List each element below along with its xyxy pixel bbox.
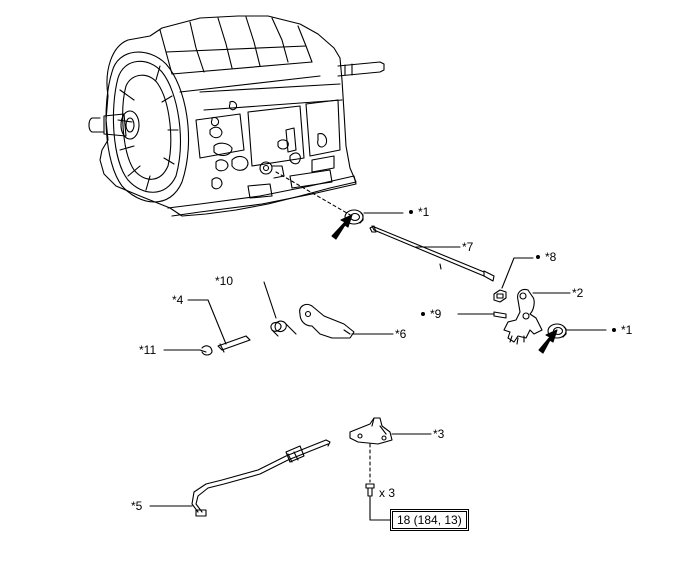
leader-torque [369,496,391,521]
control-rod [191,439,331,517]
apply-arrow-icon [331,214,353,240]
callout-text: *7 [462,240,474,254]
callout-3: *3 [433,427,444,441]
callout-5: *5 [131,499,142,513]
installation-guide-line [275,171,353,217]
transmission-assembly [88,15,385,217]
manual-valve-lever [503,288,543,345]
callout-text: *11 [139,343,157,357]
leader-4 [187,299,227,345]
apply-arrow-icon [538,329,558,354]
callout-6: *6 [395,327,406,341]
callout-text: *4 [172,293,184,307]
leader-8 [501,257,534,289]
leader-10 [263,281,277,319]
callout-8: *8 [536,250,556,264]
washer-upper [331,209,364,240]
clip [199,345,213,356]
callout-9: *9 [421,307,441,321]
spring [270,320,297,337]
dot-marker [536,254,540,259]
lever-pin [217,335,251,353]
dot-marker [421,311,425,316]
torque-spec-box: 18 (184, 13) [390,509,469,531]
callout-text: *6 [395,327,407,341]
callout-10: *10 [215,274,233,288]
bolt [365,483,375,497]
callout-7: *7 [462,240,473,254]
dot-marker [612,327,616,332]
callout-4: *4 [172,293,183,307]
callout-1-lower: *1 [612,323,632,337]
callout-text: *9 [430,307,442,321]
callout-11: *11 [139,343,156,357]
bolt-quantity: x 3 [379,486,396,500]
bracket [349,417,393,445]
callout-text: *10 [215,274,234,288]
torque-spec-value: 18 (184, 13) [392,511,467,529]
callout-1-upper: *1 [409,205,429,219]
dot-marker [409,209,413,214]
detent-lever [299,303,355,339]
callout-text: *5 [131,499,143,513]
callout-text: *1 [418,205,430,219]
callout-2: *2 [572,286,583,300]
washer-lower [538,323,567,354]
manual-valve-shaft [369,225,495,282]
callout-text: *2 [572,286,584,300]
callout-text: *3 [433,427,445,441]
callout-text: *8 [545,250,557,264]
callout-text: *1 [621,323,633,337]
nut [493,289,507,303]
pin [493,311,507,319]
